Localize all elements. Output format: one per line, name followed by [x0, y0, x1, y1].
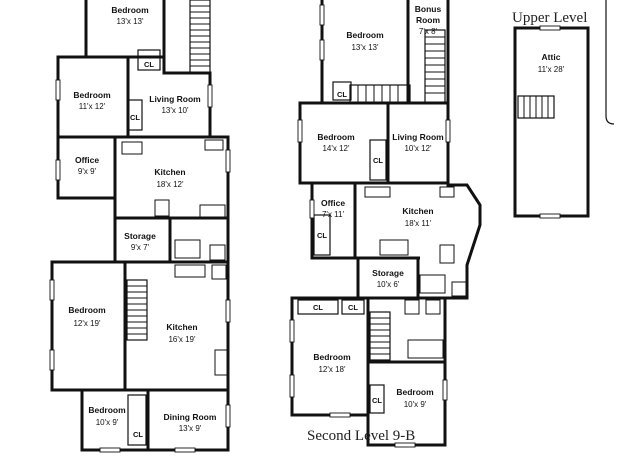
room-dims: 10'x 9': [404, 400, 427, 409]
room-name: Bonus: [415, 4, 442, 14]
closet-label: CL: [313, 303, 323, 312]
room-name: Dining Room: [164, 412, 217, 422]
upper-level-heading: Upper Level: [512, 10, 587, 26]
room-name: Living Room: [392, 132, 444, 142]
stairs-mid-top: [357, 85, 399, 103]
room-name: Bedroom: [73, 90, 111, 100]
room-name: Bedroom: [88, 405, 126, 415]
room-dims: 9'x 7': [131, 243, 150, 252]
room-dims: 10'x 6': [377, 280, 400, 289]
room-name: Living Room: [149, 94, 201, 104]
room-dims: 10'x 9': [96, 418, 119, 427]
room-name: Storage: [372, 268, 404, 278]
room-dims: 13'x 13': [351, 43, 379, 52]
room-name-line2: Room: [416, 15, 441, 25]
room-dims: 10'x 12': [404, 144, 432, 153]
closet-label: CL: [348, 303, 358, 312]
middle-unit: [289, 0, 482, 448]
room-dims: 16'x 19': [168, 335, 196, 344]
room-dims: 18'x 11': [405, 219, 432, 228]
closet-label: CL: [317, 231, 327, 240]
room-name: Bedroom: [313, 352, 351, 362]
closet-label: CL: [130, 113, 140, 122]
room-dims: 7'x 8': [419, 27, 438, 36]
room-name: Bedroom: [111, 5, 149, 15]
room-dims: 18'x 12': [156, 180, 184, 189]
closet-label: CL: [337, 90, 347, 99]
room-dims: 9'x 9': [78, 167, 97, 176]
stairs-top-left: [190, 5, 210, 67]
stairs-bonus: [425, 36, 445, 94]
room-name: Office: [321, 198, 345, 208]
room-name: Bedroom: [317, 132, 355, 142]
left-unit: [49, 0, 231, 453]
room-dims: 13'x 13': [116, 17, 144, 26]
closet-label: CL: [144, 60, 154, 69]
room-dims: 12'x 18': [318, 365, 346, 374]
room-dims: 11'x 12': [79, 102, 106, 111]
room-name: Storage: [124, 231, 156, 241]
room-name: Bedroom: [68, 305, 106, 315]
room-dims: 11'x 28': [538, 65, 565, 74]
stairs-mid-lower: [370, 317, 390, 355]
room-name: Kitchen: [154, 167, 185, 177]
closet-label: CL: [372, 396, 382, 405]
closet-label: CL: [373, 156, 383, 165]
room-name: Kitchen: [166, 322, 197, 332]
room-dims: 7'x 11': [322, 210, 345, 219]
room-dims: 13'x 9': [179, 424, 202, 433]
stairs-lower-left: [127, 285, 147, 335]
closet-label: CL: [133, 430, 143, 439]
attic-plan: [513, 0, 615, 219]
room-dims: 14'x 12': [322, 144, 350, 153]
room-name: Bedroom: [396, 387, 434, 397]
room-name: Attic: [542, 52, 561, 62]
room-name: Office: [75, 155, 99, 165]
second-level-heading: Second Level 9-B: [307, 428, 415, 444]
room-name: Bedroom: [346, 30, 384, 40]
room-dims: 13'x 10': [161, 106, 189, 115]
room-name: Kitchen: [402, 206, 433, 216]
room-dims: 12'x 19': [73, 319, 101, 328]
